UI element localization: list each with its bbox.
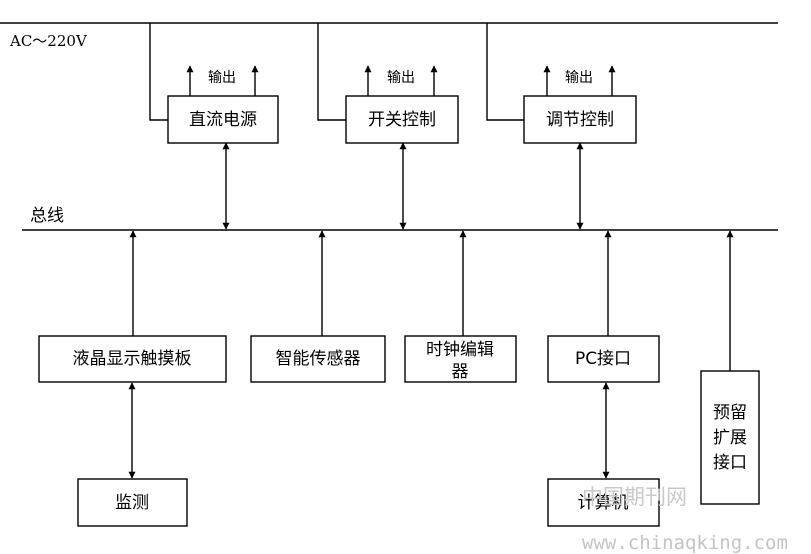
lcd-touch-box: 液晶显示触摸板: [38, 335, 227, 383]
lcd-touch-label: 液晶显示触摸板: [73, 349, 192, 369]
switch-control-outputs: 输出: [364, 65, 438, 96]
reserved-label-line2: 扩展: [713, 428, 747, 448]
dc-power-box: 直流电源: [167, 95, 279, 144]
regulate-control-label: 调节控制: [546, 110, 614, 130]
watermark-url: www.chinaqking.com: [582, 532, 788, 554]
regulate-control-box: 调节控制: [523, 95, 637, 144]
output-label: 输出: [565, 70, 593, 86]
computer-box: 计算机: [547, 478, 660, 527]
pc-interface-box: PC接口: [547, 335, 660, 383]
ac-feed-dc-power: [149, 23, 168, 121]
smart-sensor-label: 智能传感器: [276, 349, 361, 369]
clock-editor-label-line1: 时钟编辑: [426, 340, 494, 360]
bus-label: 总线: [30, 206, 64, 226]
watermark-text: 中国期刊网: [582, 485, 687, 509]
clock-editor-label-line2: 器: [452, 362, 469, 382]
ac-feed-switch-control: [317, 23, 346, 121]
output-label: 输出: [387, 70, 415, 86]
reserved-interface-box: 预留 扩展 接口: [700, 370, 760, 505]
regulate-control-outputs: 输出: [543, 65, 616, 96]
monitor-box: 监测: [77, 478, 188, 527]
clock-editor-box: 时钟编辑 器: [404, 335, 517, 383]
monitor-label: 监测: [115, 493, 149, 513]
switch-control-box: 开关控制: [345, 95, 459, 144]
computer-label: 计算机: [578, 493, 629, 513]
dc-power-label: 直流电源: [189, 110, 257, 130]
reserved-label-line1: 预留: [713, 403, 747, 423]
reserved-label-line3: 接口: [713, 453, 747, 473]
ac-label: AC～220V: [9, 32, 88, 50]
smart-sensor-box: 智能传感器: [250, 335, 386, 383]
dc-power-outputs: 输出: [186, 65, 259, 96]
switch-control-label: 开关控制: [368, 110, 436, 130]
pc-interface-label: PC接口: [575, 349, 631, 369]
output-label: 输出: [208, 70, 236, 86]
ac-feed-regulate-control: [486, 23, 524, 121]
